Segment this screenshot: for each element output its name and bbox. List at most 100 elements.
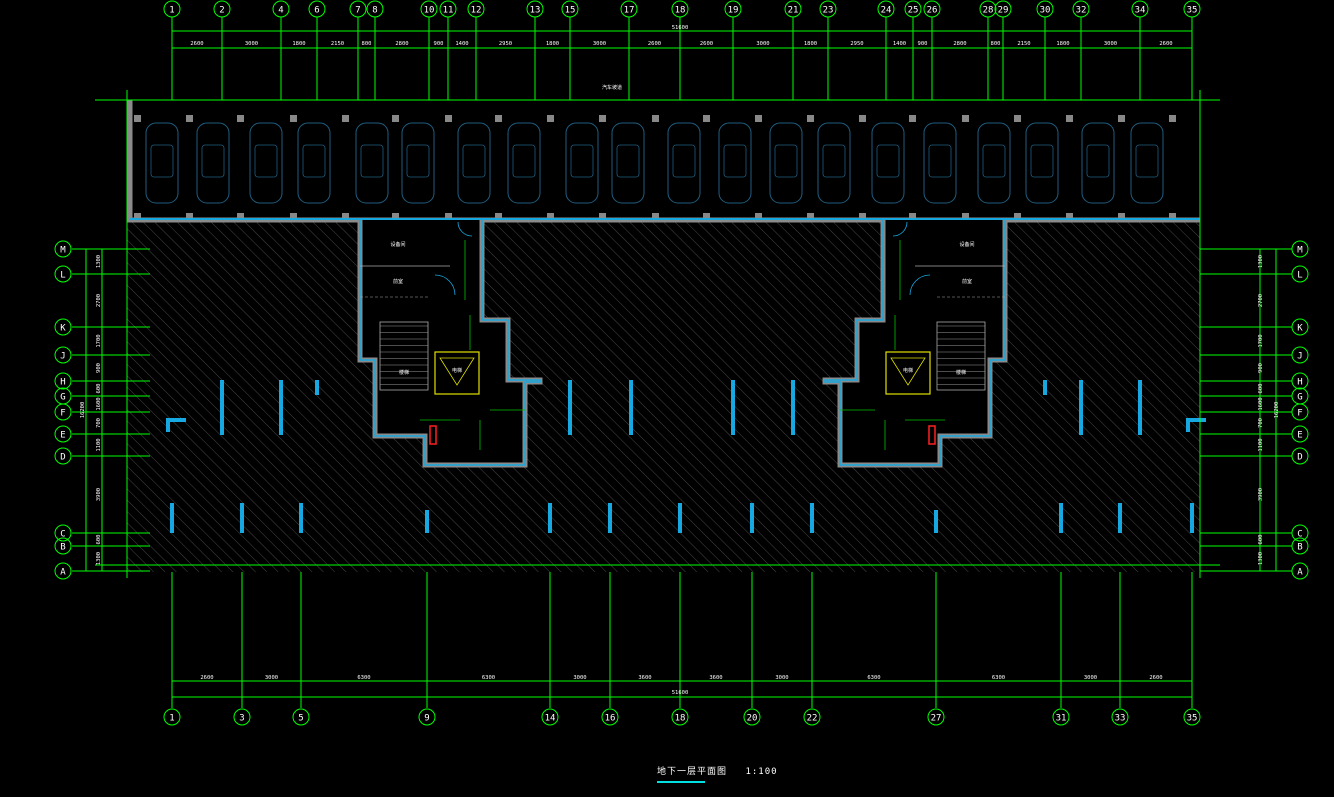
structural-column bbox=[750, 503, 754, 533]
axis-bubble-top-bubble bbox=[877, 0, 895, 18]
axis-bubble-top: 17 bbox=[624, 6, 635, 16]
overall-width-top: 51600 bbox=[672, 25, 689, 31]
parking-column bbox=[1118, 213, 1125, 218]
parking-column bbox=[962, 115, 969, 122]
axis-bubble-left: A bbox=[60, 568, 66, 578]
parking-column bbox=[703, 115, 710, 122]
dimension-text-left: 900 bbox=[96, 363, 102, 373]
parking-car bbox=[871, 122, 905, 204]
axis-bubble-left: D bbox=[60, 453, 65, 463]
axis-bubble-bottom-bubble bbox=[671, 708, 689, 726]
axis-bubble-left-bubble bbox=[54, 447, 72, 465]
structural-column bbox=[629, 380, 633, 435]
elevator-symbol bbox=[439, 357, 475, 386]
axis-bubble-top: 32 bbox=[1076, 6, 1087, 16]
axis-bubble-right: E bbox=[1297, 431, 1302, 441]
dimension-text-right: 1700 bbox=[1258, 334, 1264, 347]
parking-car bbox=[196, 122, 230, 204]
axis-bubble-right-bubble bbox=[1291, 372, 1309, 390]
core-wall-edge bbox=[824, 220, 1006, 466]
parking-car bbox=[355, 122, 389, 204]
axis-bubble-top: 25 bbox=[908, 6, 919, 16]
axis-bubble-bottom-bubble bbox=[1183, 708, 1201, 726]
parking-column bbox=[392, 115, 399, 122]
elevator-shaft bbox=[885, 351, 931, 395]
parking-column bbox=[703, 213, 710, 218]
axis-bubble-top-bubble bbox=[1183, 0, 1201, 18]
stair-core bbox=[822, 220, 1008, 468]
axis-bubble-top-bubble bbox=[308, 0, 326, 18]
dimension-text-top: 2600 bbox=[190, 41, 203, 47]
axis-bubble-bottom-bubble bbox=[233, 708, 251, 726]
axis-bubble-top-bubble bbox=[1036, 0, 1054, 18]
parking-column bbox=[909, 213, 916, 218]
axis-bubble-left-bubble bbox=[54, 562, 72, 580]
parking-car bbox=[1130, 122, 1164, 204]
parking-car bbox=[249, 122, 283, 204]
axis-bubble-top: 13 bbox=[530, 6, 541, 16]
parking-column bbox=[1014, 213, 1021, 218]
axis-bubble-right-bubble bbox=[1291, 447, 1309, 465]
dimension-text-top: 1800 bbox=[804, 41, 817, 47]
car-roof bbox=[876, 144, 900, 178]
axis-bubble-top-bubble bbox=[784, 0, 802, 18]
parking-column bbox=[290, 213, 297, 218]
car-roof bbox=[254, 144, 278, 178]
parking-column bbox=[1169, 213, 1176, 218]
parking-column bbox=[652, 115, 659, 122]
axis-bubble-top-bubble bbox=[1131, 0, 1149, 18]
axis-bubble-top: 35 bbox=[1187, 6, 1198, 16]
dimension-text-right: 1300 bbox=[1258, 552, 1264, 565]
axis-bubble-right: F bbox=[1297, 409, 1302, 419]
axis-bubble-top: 30 bbox=[1040, 6, 1051, 16]
dimension-text-top: 3000 bbox=[756, 41, 769, 47]
parking-column bbox=[547, 115, 554, 122]
parking-column bbox=[1014, 115, 1021, 122]
parking-column bbox=[859, 115, 866, 122]
axis-bubble-top-bubble bbox=[671, 0, 689, 18]
parking-car bbox=[923, 122, 957, 204]
axis-bubble-bottom-bubble bbox=[418, 708, 436, 726]
axis-bubble-right-bubble bbox=[1291, 240, 1309, 258]
car-roof bbox=[570, 144, 594, 178]
parking-column bbox=[807, 115, 814, 122]
axis-bubble-left: K bbox=[60, 324, 66, 334]
room-label: 楼梯 bbox=[956, 369, 966, 376]
drawing-title-text: 地下一层平面图 bbox=[657, 767, 728, 777]
parking-column bbox=[186, 213, 193, 218]
axis-bubble-left-bubble bbox=[54, 265, 72, 283]
axis-bubble-right-bubble bbox=[1291, 425, 1309, 443]
axis-bubble-top-bubble bbox=[272, 0, 290, 18]
dimension-text-left: 2700 bbox=[96, 294, 102, 307]
dimension-text-top: 1800 bbox=[1056, 41, 1069, 47]
dimension-text-bottom: 6300 bbox=[867, 675, 880, 681]
car-roof bbox=[1030, 144, 1054, 178]
axis-bubble-top-bubble bbox=[1072, 0, 1090, 18]
axis-bubble-bottom-bubble bbox=[803, 708, 821, 726]
car-roof bbox=[406, 144, 430, 178]
parking-column bbox=[599, 115, 606, 122]
car-roof bbox=[150, 144, 174, 178]
drawing-title: 地下一层平面图 1:100 bbox=[657, 764, 778, 777]
axis-bubble-bottom-bubble bbox=[292, 708, 310, 726]
dimension-text-left: 600 bbox=[96, 535, 102, 545]
parking-car bbox=[401, 122, 435, 204]
axis-bubble-bottom: 20 bbox=[747, 714, 758, 724]
axis-bubble-bottom: 31 bbox=[1056, 714, 1067, 724]
axis-bubble-bottom: 5 bbox=[298, 714, 303, 724]
axis-bubble-bottom-bubble bbox=[927, 708, 945, 726]
axis-bubble-bottom: 22 bbox=[807, 714, 818, 724]
axis-bubble-top: 23 bbox=[823, 6, 834, 16]
parking-car bbox=[565, 122, 599, 204]
dimension-text-bottom: 3600 bbox=[638, 675, 651, 681]
room-label: 前室 bbox=[962, 278, 972, 285]
structural-column bbox=[1138, 380, 1142, 435]
axis-bubble-left: C bbox=[60, 530, 65, 540]
room-label: 前室 bbox=[393, 278, 403, 285]
axis-bubble-bottom: 16 bbox=[605, 714, 616, 724]
axis-bubble-top: 24 bbox=[881, 6, 892, 16]
dimension-text-top: 2950 bbox=[499, 41, 512, 47]
car-roof bbox=[822, 144, 846, 178]
structural-column bbox=[315, 380, 319, 395]
structural-column bbox=[220, 380, 224, 435]
